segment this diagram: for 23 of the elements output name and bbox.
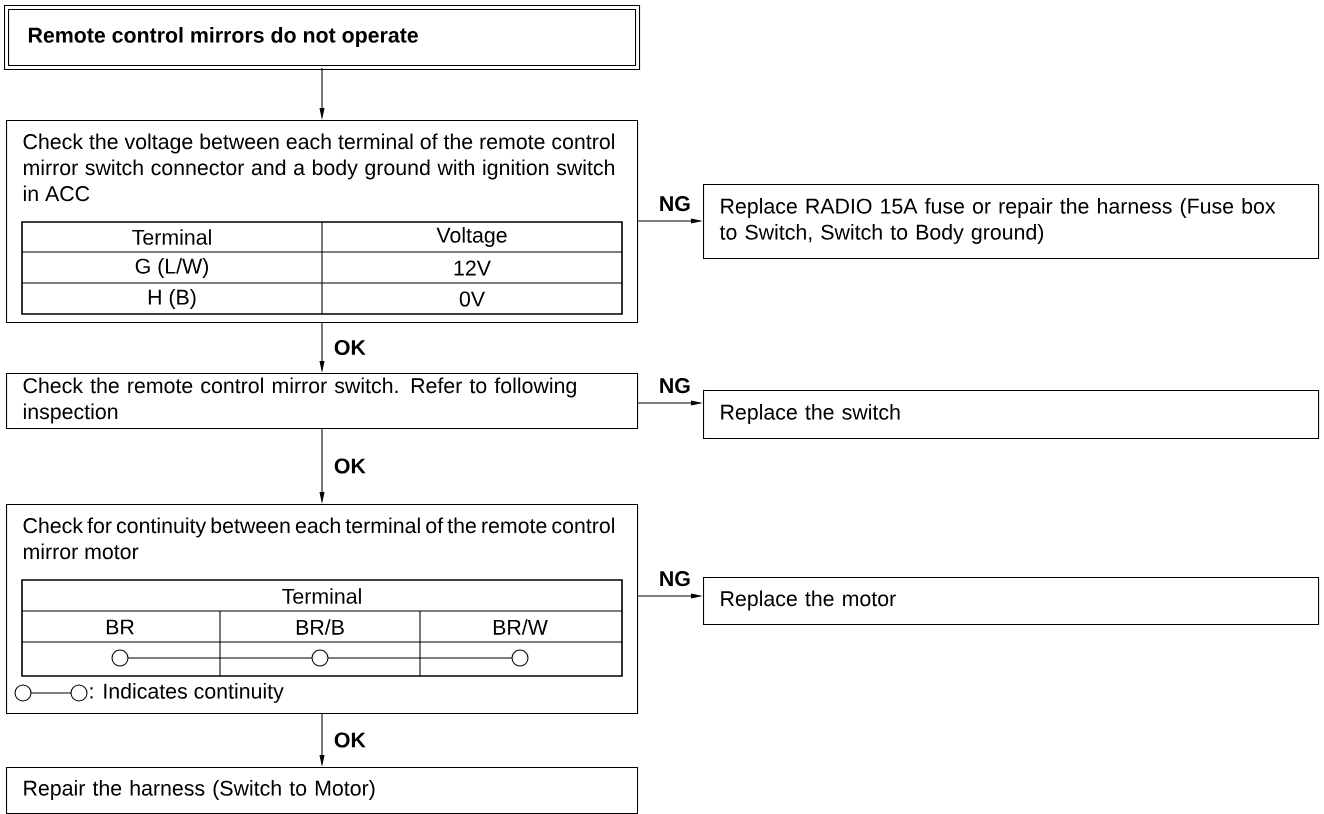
edge-label: NG (657, 376, 693, 395)
edge-label: OK (332, 338, 368, 357)
table-cell: 0V (459, 291, 485, 307)
step-box: Repair the harness (Switch to Motor) (6, 767, 639, 814)
table-cell: BR (106, 619, 134, 635)
table-cell: Voltage (436, 227, 507, 247)
step-box: Replace RADIO 15A fuse or repair the harness (Fuse box to Switch, Switch to Body ground) (703, 184, 1320, 260)
table-cell: Terminal (132, 229, 211, 245)
edge-label: OK (332, 457, 368, 475)
step-box: Check the remote control mirror switch. Refer to following inspection (6, 373, 639, 430)
step-box: Replace the switch (703, 390, 1320, 440)
table-cell: Terminal (282, 588, 361, 604)
legend-text: : Indicates continuity (90, 683, 284, 703)
edge-label: OK (332, 731, 368, 749)
edge-label: NG (657, 569, 693, 588)
table-cell: BR/B (296, 619, 344, 635)
title-box: Remote control mirrors do not operate (4, 5, 641, 71)
table-cell: 12V (454, 260, 491, 276)
table-cell: G (L/W) (135, 258, 208, 278)
table-cell: H (B) (148, 289, 196, 309)
step-box: Replace the motor (703, 577, 1320, 626)
table-cell: BR/W (493, 619, 548, 635)
edge-label: NG (657, 194, 693, 213)
